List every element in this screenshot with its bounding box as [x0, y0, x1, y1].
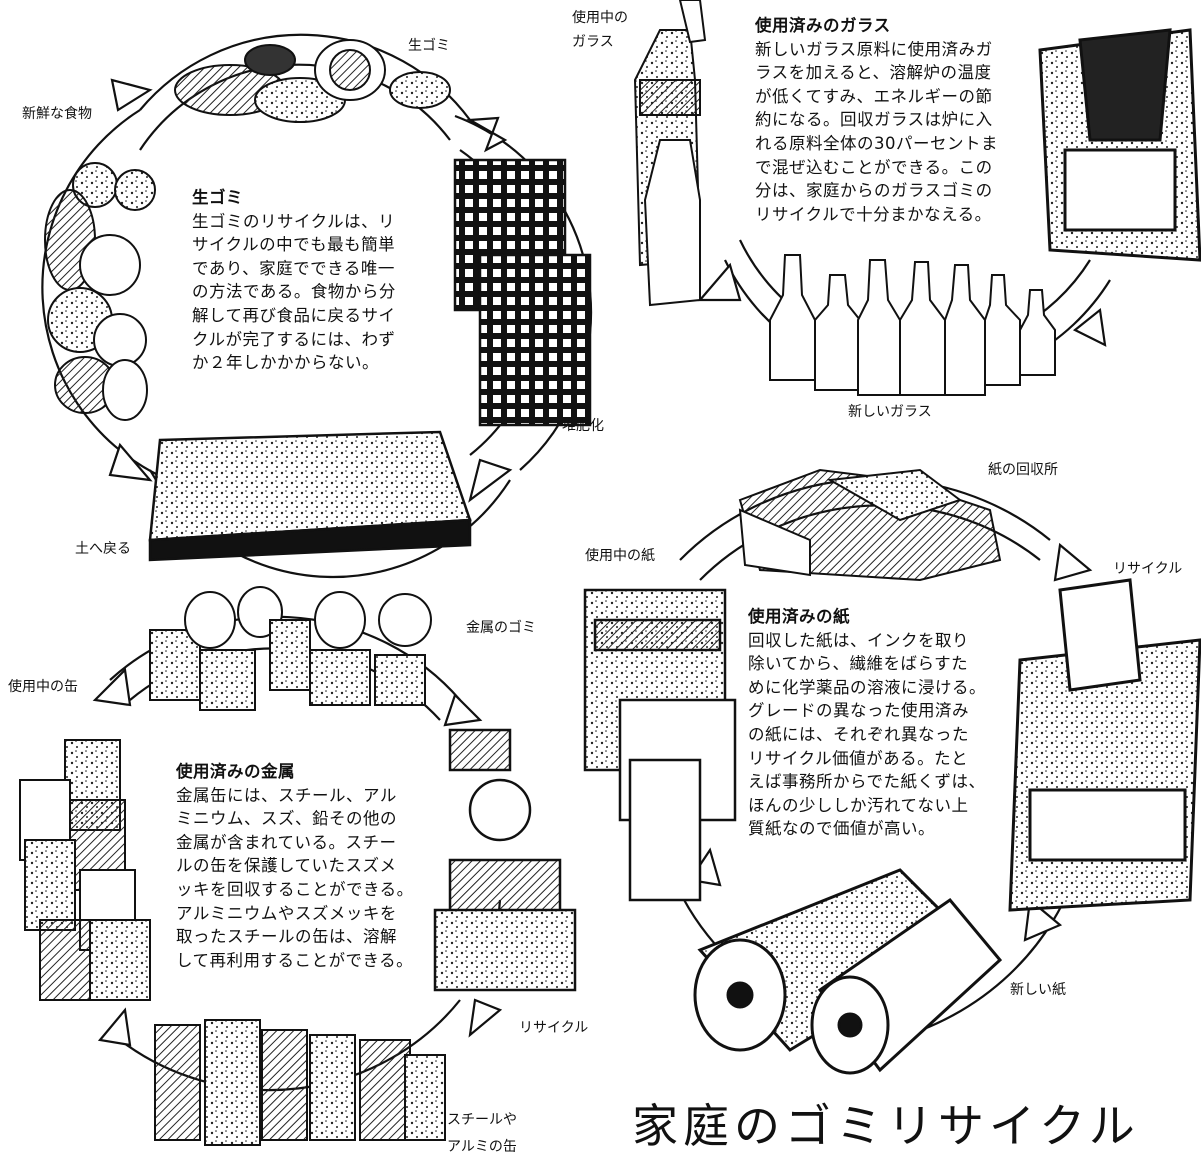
label-paper-collection: 紙の回収所 — [988, 462, 1058, 478]
metal-cycle-arrows — [92, 667, 503, 1047]
paper-line: ほんの少ししか汚れてない上 — [748, 795, 969, 815]
glass-cycle-arrows — [697, 262, 1107, 347]
paper-line: めに化学薬品の溶液に浸ける。 — [748, 677, 986, 697]
paper-cycle-description: 使用済みの紙 回収した紙は、インクを取り 除いてから、繊維をばらすた めに化学薬… — [748, 605, 986, 841]
new-cans-illustration — [154, 1019, 446, 1146]
food-line: 生ゴミのリサイクルは、リ — [192, 211, 396, 231]
glass-line: れる原料全体の30パーセントま — [755, 133, 998, 153]
label-fresh-food: 新鮮な食物 — [22, 106, 92, 122]
metal-line: アルミニウムやスズメッキを — [176, 903, 397, 923]
paper-heading: 使用済みの紙 — [748, 607, 850, 626]
glass-line: 新しいガラス原料に使用済みガ — [755, 39, 993, 59]
metal-line: して再利用することができる。 — [176, 950, 414, 970]
paper-line: リサイクル価値がある。たと — [748, 748, 969, 768]
food-line: クルが完了するには、わず — [192, 329, 396, 349]
food-cycle-arrows — [108, 78, 513, 503]
soil-illustration — [148, 430, 472, 562]
label-metal-waste: 金属のゴミ — [466, 620, 536, 636]
paper-line: えば事務所からでた紙くずは、 — [748, 772, 986, 792]
paper-line: の紙には、それぞれ異なった — [748, 724, 969, 744]
paper-vat-illustration — [1008, 578, 1201, 912]
glass-heading: 使用済みのガラス — [755, 16, 891, 35]
label-steel-alu-line1: スチールや — [447, 1112, 517, 1128]
label-paper-recycle: リサイクル — [1113, 561, 1183, 577]
food-scraps-illustration — [174, 39, 451, 123]
food-line: か２年しかかからない。 — [192, 353, 379, 373]
paper-in-use-illustration — [583, 588, 737, 902]
metal-line: 金属缶には、スチール、アル — [176, 785, 397, 805]
glass-line: リサイクルで十分まかなえる。 — [755, 204, 992, 224]
glass-line: 分は、家庭からのガラスゴミの — [755, 181, 993, 201]
paper-line: 回収した紙は、インクを取り — [748, 630, 969, 650]
paper-line: グレードの異なった使用済み — [748, 701, 969, 721]
metal-cycle-description: 使用済みの金属 金属缶には、スチール、アル ミニウム、スズ、鉛その他の 金属が含… — [176, 760, 414, 972]
metal-line: ルの缶を保護していたスズメ — [176, 856, 397, 876]
metal-heading: 使用済みの金属 — [176, 762, 295, 781]
label-steel-alu-line2: アルミの缶 — [447, 1139, 517, 1155]
cans-in-use-illustration — [19, 739, 151, 1001]
metal-line: ミニウム、スズ、鉛その他の — [176, 809, 397, 829]
compost-cages-illustration — [453, 158, 592, 427]
food-line: の方法である。食物から分 — [192, 282, 396, 302]
new-glass-bottles-illustration — [769, 254, 1056, 396]
paper-line: 除いてから、繊維をばらすた — [748, 654, 969, 674]
label-new-glass: 新しいガラス — [848, 404, 932, 420]
page-title: 家庭のゴミリサイクル — [632, 1099, 1140, 1153]
food-line: サイクルの中でも最も簡単 — [192, 235, 396, 255]
glass-line: 約になる。回収ガラスは炉に入 — [755, 110, 993, 130]
label-new-paper: 新しい紙 — [1010, 982, 1066, 998]
crushed-cans-illustration — [149, 586, 432, 711]
food-line: であり、家庭でできる唯一 — [192, 258, 395, 278]
paper-bundles-illustration — [738, 468, 1002, 582]
paper-rolls-illustration — [693, 868, 1003, 1075]
label-glass-in-use-line1: 使用中の — [572, 10, 628, 26]
glass-line: が低くてすみ、エネルギーの節 — [755, 86, 993, 106]
food-cycle-description: 生ゴミ 生ゴミのリサイクルは、リ サイクルの中でも最も簡単 であり、家庭でできる… — [192, 186, 396, 375]
vegetables-illustration — [44, 162, 156, 421]
label-cans-in-use: 使用中の缶 — [8, 679, 78, 695]
label-garbage: 生ゴミ — [408, 38, 450, 54]
label-return-soil: 土へ戻る — [75, 541, 131, 557]
label-metal-recycle: リサイクル — [519, 1020, 589, 1036]
metal-line: ッキを回収することができる。 — [176, 879, 414, 899]
metal-line: 金属が含まれている。スチー — [176, 832, 397, 852]
glass-line: ラスを加えると、溶解炉の温度 — [755, 63, 992, 83]
label-glass-in-use-line2: ガラス — [572, 34, 614, 50]
food-line: 解して再び食品に戻るサイ — [192, 305, 396, 325]
paper-line: 質紙なので価値が高い。 — [748, 819, 935, 839]
label-paper-in-use: 使用中の紙 — [585, 548, 655, 564]
metal-line: 取ったスチールの缶は、溶解 — [176, 927, 397, 947]
glass-line: で混ぜ込むことができる。この — [755, 157, 993, 177]
label-compost: 堆肥化 — [562, 418, 604, 434]
glass-bottles-illustration — [633, 0, 707, 307]
glass-furnace-illustration — [1038, 28, 1201, 262]
glass-cycle-description: 使用済みのガラス 新しいガラス原料に使用済みガ ラスを加えると、溶解炉の温度 が… — [755, 14, 998, 226]
food-heading: 生ゴミ — [192, 188, 243, 207]
smelter-illustration — [433, 728, 577, 992]
